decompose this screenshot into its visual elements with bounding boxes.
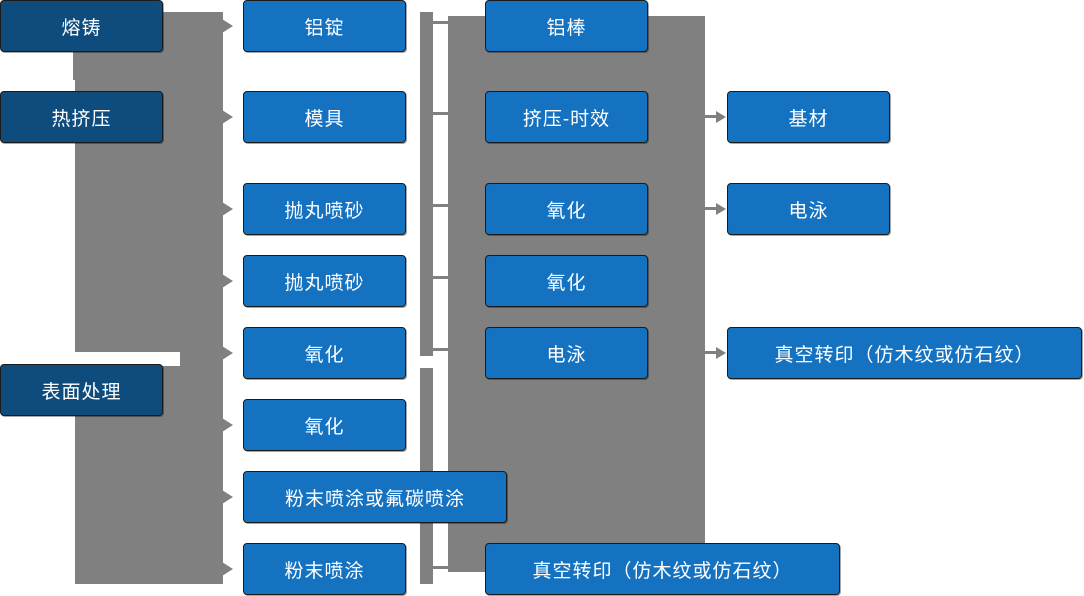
proc-powder[interactable]: 粉末喷涂 bbox=[243, 543, 406, 595]
connector-left-notch bbox=[75, 352, 180, 366]
connector-stage-drop-1 bbox=[73, 50, 79, 80]
stage-surface[interactable]: 表面处理 bbox=[0, 364, 163, 416]
stem-to-final-vacuum bbox=[705, 351, 718, 354]
arrow-to-final-substrate bbox=[716, 111, 726, 123]
proc-oxide-1[interactable]: 氧化 bbox=[243, 327, 406, 379]
arrow-to-final-vacuum bbox=[716, 347, 726, 359]
proc-powder-fluor-label: 粉末喷涂或氟碳喷涂 bbox=[284, 488, 465, 510]
connector-surface-link bbox=[163, 388, 185, 391]
out-oxide-1-label: 氧化 bbox=[546, 200, 587, 222]
arrow-to-proc-die bbox=[222, 110, 233, 124]
proc-die-label: 模具 bbox=[304, 108, 345, 130]
out-electro[interactable]: 电泳 bbox=[485, 327, 648, 379]
proc-ingot-label: 铝锭 bbox=[304, 17, 345, 39]
proc-oxide-1-label: 氧化 bbox=[304, 344, 345, 366]
proc-blast-1[interactable]: 抛丸喷砂 bbox=[243, 183, 406, 235]
proc-blast-2[interactable]: 抛丸喷砂 bbox=[243, 255, 406, 307]
arrow-to-proc-blast-2 bbox=[222, 274, 233, 288]
proc-powder-label: 粉末喷涂 bbox=[284, 560, 365, 582]
stage-extrude[interactable]: 热挤压 bbox=[0, 91, 163, 143]
proc-oxide-2[interactable]: 氧化 bbox=[243, 399, 406, 451]
rung-row-4 bbox=[433, 276, 448, 279]
arrow-to-proc-oxide-1 bbox=[222, 346, 233, 360]
out-extr-age[interactable]: 挤压-时效 bbox=[485, 91, 648, 143]
stage-melting-label: 熔铸 bbox=[61, 17, 102, 39]
final-electro-label: 电泳 bbox=[788, 200, 829, 222]
rung-row-2 bbox=[433, 112, 448, 115]
out-electro-label: 电泳 bbox=[546, 344, 587, 366]
final-vacuum[interactable]: 真空转印（仿木纹或仿石纹） bbox=[727, 327, 1082, 379]
proc-blast-2-label: 抛丸喷砂 bbox=[284, 272, 365, 294]
out-oxide-2[interactable]: 氧化 bbox=[485, 255, 648, 307]
arrow-to-proc-ingot bbox=[222, 19, 233, 33]
stem-to-final-electro bbox=[705, 207, 718, 210]
out-bar-label: 铝棒 bbox=[546, 17, 587, 39]
out-bar[interactable]: 铝棒 bbox=[485, 0, 648, 52]
stage-surface-label: 表面处理 bbox=[41, 381, 122, 403]
arrow-to-proc-powder-fluor bbox=[222, 490, 233, 504]
arrow-to-proc-blast-1 bbox=[222, 202, 233, 216]
final-substrate[interactable]: 基材 bbox=[727, 91, 890, 143]
rail-gap bbox=[420, 356, 433, 368]
arrow-to-proc-powder bbox=[222, 562, 233, 576]
stage-melting[interactable]: 熔铸 bbox=[0, 0, 163, 52]
proc-powder-fluor[interactable]: 粉末喷涂或氟碳喷涂 bbox=[243, 471, 507, 523]
arrow-to-proc-oxide-2 bbox=[222, 418, 233, 432]
stem-to-final-substrate bbox=[705, 115, 718, 118]
final-vacuum-label: 真空转印（仿木纹或仿石纹） bbox=[774, 344, 1035, 366]
connector-mid-rail bbox=[420, 12, 433, 584]
final-electro[interactable]: 电泳 bbox=[727, 183, 890, 235]
out-extr-age-label: 挤压-时效 bbox=[522, 108, 611, 130]
proc-blast-1-label: 抛丸喷砂 bbox=[284, 200, 365, 222]
out-vacuum[interactable]: 真空转印（仿木纹或仿石纹） bbox=[485, 543, 840, 595]
rung-row-3 bbox=[433, 204, 448, 207]
stage-extrude-label: 热挤压 bbox=[51, 108, 112, 130]
proc-die[interactable]: 模具 bbox=[243, 91, 406, 143]
out-oxide-1[interactable]: 氧化 bbox=[485, 183, 648, 235]
final-substrate-label: 基材 bbox=[788, 108, 829, 130]
rung-row-1 bbox=[433, 21, 448, 24]
rung-row-6 bbox=[433, 566, 448, 569]
arrow-to-final-electro bbox=[716, 203, 726, 215]
out-oxide-2-label: 氧化 bbox=[546, 272, 587, 294]
rung-row-5 bbox=[433, 348, 448, 351]
out-vacuum-label: 真空转印（仿木纹或仿石纹） bbox=[532, 560, 793, 582]
proc-oxide-2-label: 氧化 bbox=[304, 416, 345, 438]
proc-ingot[interactable]: 铝锭 bbox=[243, 0, 406, 52]
